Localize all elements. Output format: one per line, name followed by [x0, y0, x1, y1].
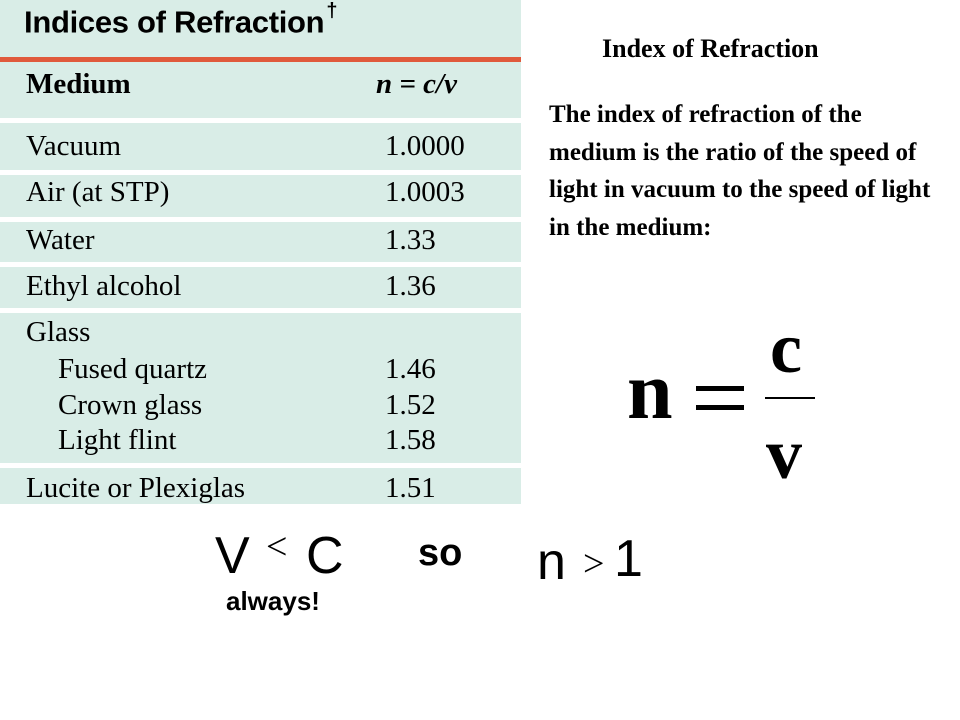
row-name-vacuum: Vacuum	[26, 130, 122, 162]
row-value-crown-glass: 1.52	[385, 389, 436, 421]
formula-n: n	[627, 345, 673, 436]
explanation-heading: Index of Refraction	[602, 34, 819, 63]
row-separator	[0, 262, 521, 267]
row-name-air: Air (at STP)	[26, 176, 170, 208]
relation-c: C	[306, 527, 344, 585]
row-separator	[0, 308, 521, 313]
equals-bar-top	[696, 386, 744, 391]
row-name-ethyl-alcohol: Ethyl alcohol	[26, 270, 182, 302]
row-separator	[0, 170, 521, 175]
fraction-bar	[765, 397, 815, 399]
row-value-water: 1.33	[385, 224, 436, 256]
less-than-symbol: <	[266, 526, 288, 568]
explanation-paragraph: The index of refraction of the medium is…	[549, 101, 931, 241]
header-n: n = c/v	[376, 68, 457, 100]
table-title-text: Indices of Refraction	[24, 4, 325, 40]
row-value-fused-quartz: 1.46	[385, 353, 436, 385]
row-separator	[0, 463, 521, 468]
formula-numerator: c	[770, 308, 802, 388]
row-name-glass: Glass	[26, 316, 91, 348]
header-medium: Medium	[26, 68, 131, 100]
row-name-light-flint: Light flint	[58, 424, 177, 456]
row-separator	[0, 217, 521, 222]
table-title: Indices of Refraction†	[24, 0, 337, 40]
relation-n: n	[537, 533, 566, 591]
row-value-ethyl-alcohol: 1.36	[385, 270, 436, 302]
equals-bar-bottom	[696, 405, 744, 410]
row-value-air: 1.0003	[385, 176, 465, 208]
row-value-vacuum: 1.0000	[385, 130, 465, 162]
title-rule	[0, 57, 521, 62]
row-value-light-flint: 1.58	[385, 424, 436, 456]
refraction-table: Indices of Refraction† Medium n = c/v Va…	[0, 0, 521, 504]
row-name-fused-quartz: Fused quartz	[58, 353, 207, 385]
row-separator	[0, 118, 521, 123]
formula-denominator: v	[766, 414, 802, 494]
row-name-lucite: Lucite or Plexiglas	[26, 472, 246, 504]
relation-v: V	[215, 527, 250, 585]
title-dagger: †	[326, 0, 338, 22]
row-value-lucite: 1.51	[385, 472, 436, 504]
row-name-water: Water	[26, 224, 95, 256]
relation-one: 1	[614, 530, 643, 588]
always-note: always!	[226, 586, 320, 616]
row-name-crown-glass: Crown glass	[58, 389, 203, 421]
so-connector: so	[418, 532, 463, 574]
table-title-bar: Indices of Refraction†	[0, 0, 521, 56]
greater-than-symbol: >	[583, 543, 605, 585]
